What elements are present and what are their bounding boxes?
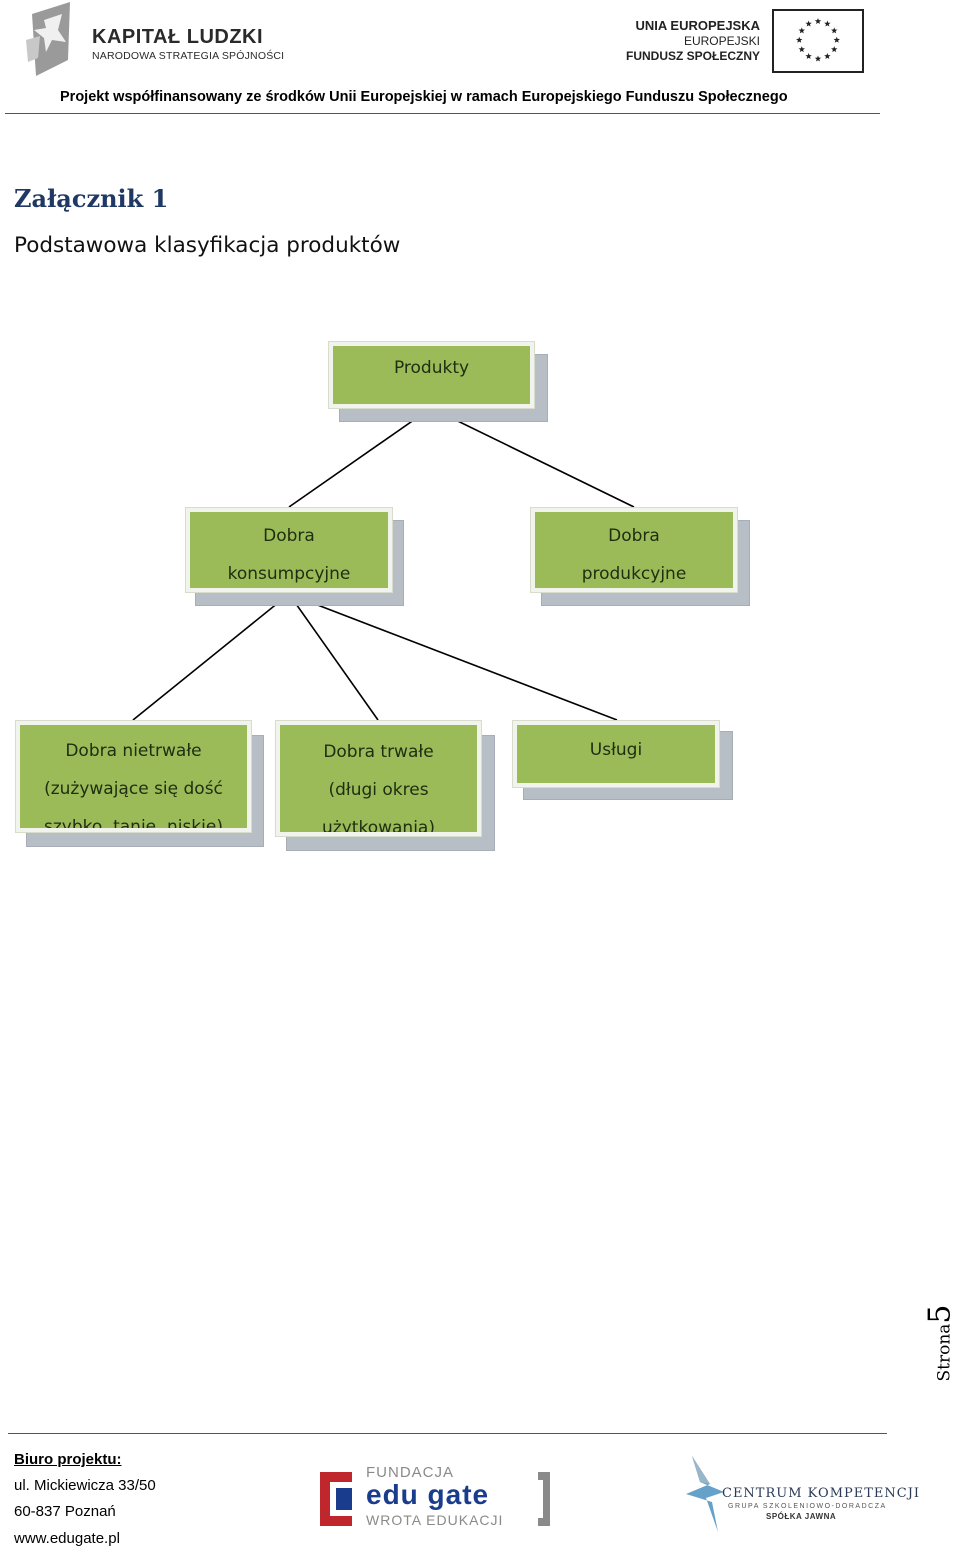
eu-star-icon: [833, 36, 840, 43]
connector-consumer-services: [288, 593, 618, 721]
eu-line-3: FUNDUSZ SPOŁECZNY: [625, 49, 760, 63]
eu-star-icon: [824, 52, 831, 60]
node-durable-line1: Dobra trwałe: [323, 742, 434, 762]
eu-flag-icon: [772, 9, 864, 73]
edugate-bottom-text: WROTA EDUKACJI: [366, 1512, 504, 1528]
node-production-goods-line2: produkcyjne: [581, 564, 687, 584]
eu-line-2: EUROPEJSKI: [683, 34, 760, 48]
eu-star-icon: [814, 55, 822, 62]
kapital-ludzki-title: KAPITAŁ LUDZKI: [92, 26, 264, 48]
ck-legal-form: SPÓŁKA JAWNA: [766, 1512, 837, 1521]
eu-star-icon: [814, 17, 822, 25]
node-services: Usługi: [513, 721, 733, 800]
project-cofinancing-line: Projekt współfinansowany ze środków Unii…: [60, 89, 788, 105]
eu-star-icon: [798, 27, 805, 34]
eu-star-icon: [796, 36, 803, 43]
node-durable-goods: Dobra trwałe (długi okres użytkowania): [276, 721, 495, 851]
footer-address: ul. Mickiewicza 33/50: [14, 1477, 156, 1494]
node-products-label: Produkty: [393, 358, 470, 378]
centrum-kompetencji-logo: CENTRUM KOMPETENCJI GRUPA SZKOLENIOWO-DO…: [684, 1454, 919, 1534]
connector-root-production: [430, 407, 635, 508]
node-nondurable-line2: (zużywające się dość: [44, 779, 223, 799]
edugate-main-text: edu gate: [366, 1479, 490, 1510]
eu-star-icon: [831, 27, 838, 34]
document-subtitle: Podstawowa klasyfikacja produktów: [14, 233, 401, 258]
node-durable-line3: użytkowania): [322, 818, 435, 836]
page-number: Strona5: [900, 1298, 960, 1388]
edugate-bracket-icon: [320, 1472, 352, 1526]
connector-consumer-durable: [288, 593, 379, 721]
node-nondurable-line3: szybko, tanie, niskie): [44, 817, 223, 832]
ck-arrow-icon: [686, 1456, 724, 1532]
node-production-goods-line1: Dobra: [608, 526, 660, 546]
edugate-top-text: FUNDACJA: [366, 1464, 455, 1481]
edugate-right-bracket-icon: [538, 1472, 550, 1526]
footer-city: 60-837 Poznań: [14, 1503, 116, 1520]
eu-line-1: UNIA EUROPEJSKA: [635, 18, 760, 33]
eu-star-icon: [824, 20, 831, 27]
page-number-value: 5: [922, 1304, 958, 1324]
node-services-label: Usługi: [589, 740, 643, 760]
footer-office-label: Biuro projektu:: [14, 1451, 122, 1468]
header-divider: [5, 113, 880, 114]
ck-name: CENTRUM KOMPETENCJI: [722, 1486, 921, 1501]
page-label: Strona: [934, 1323, 955, 1382]
node-consumer-goods-line2: konsumpcyjne: [227, 564, 351, 584]
kapital-ludzki-subtitle: NARODOWA STRATEGIA SPÓJNOŚCI: [92, 50, 285, 62]
eu-star-icon: [805, 52, 812, 60]
ck-subtitle: GRUPA SZKOLENIOWO-DORADCZA: [728, 1503, 887, 1510]
node-production-goods: Dobra produkcyjne: [531, 508, 750, 606]
connector-root-consumer: [288, 407, 432, 508]
footer-website: www.edugate.pl: [14, 1530, 120, 1547]
node-nondurable-goods: Dobra nietrwałe (zużywające się dość szy…: [16, 721, 264, 847]
footer-divider: [8, 1433, 887, 1434]
eu-star-icon: [798, 46, 805, 53]
edugate-logo: FUNDACJA edu gate WROTA EDUKACJI: [316, 1464, 550, 1530]
kapital-ludzki-logo: [26, 2, 70, 76]
eu-star-icon: [805, 20, 812, 27]
node-nondurable-line1: Dobra nietrwałe: [65, 741, 202, 761]
node-durable-line2: (długi okres: [328, 780, 429, 800]
annex-title: Załącznik 1: [14, 184, 169, 213]
connector-consumer-nondurable: [132, 593, 290, 721]
node-consumer-goods-line1: Dobra: [263, 526, 315, 546]
node-products: Produkty: [329, 342, 548, 422]
eu-star-icon: [831, 46, 838, 53]
node-consumer-goods: Dobra konsumpcyjne: [186, 508, 404, 606]
